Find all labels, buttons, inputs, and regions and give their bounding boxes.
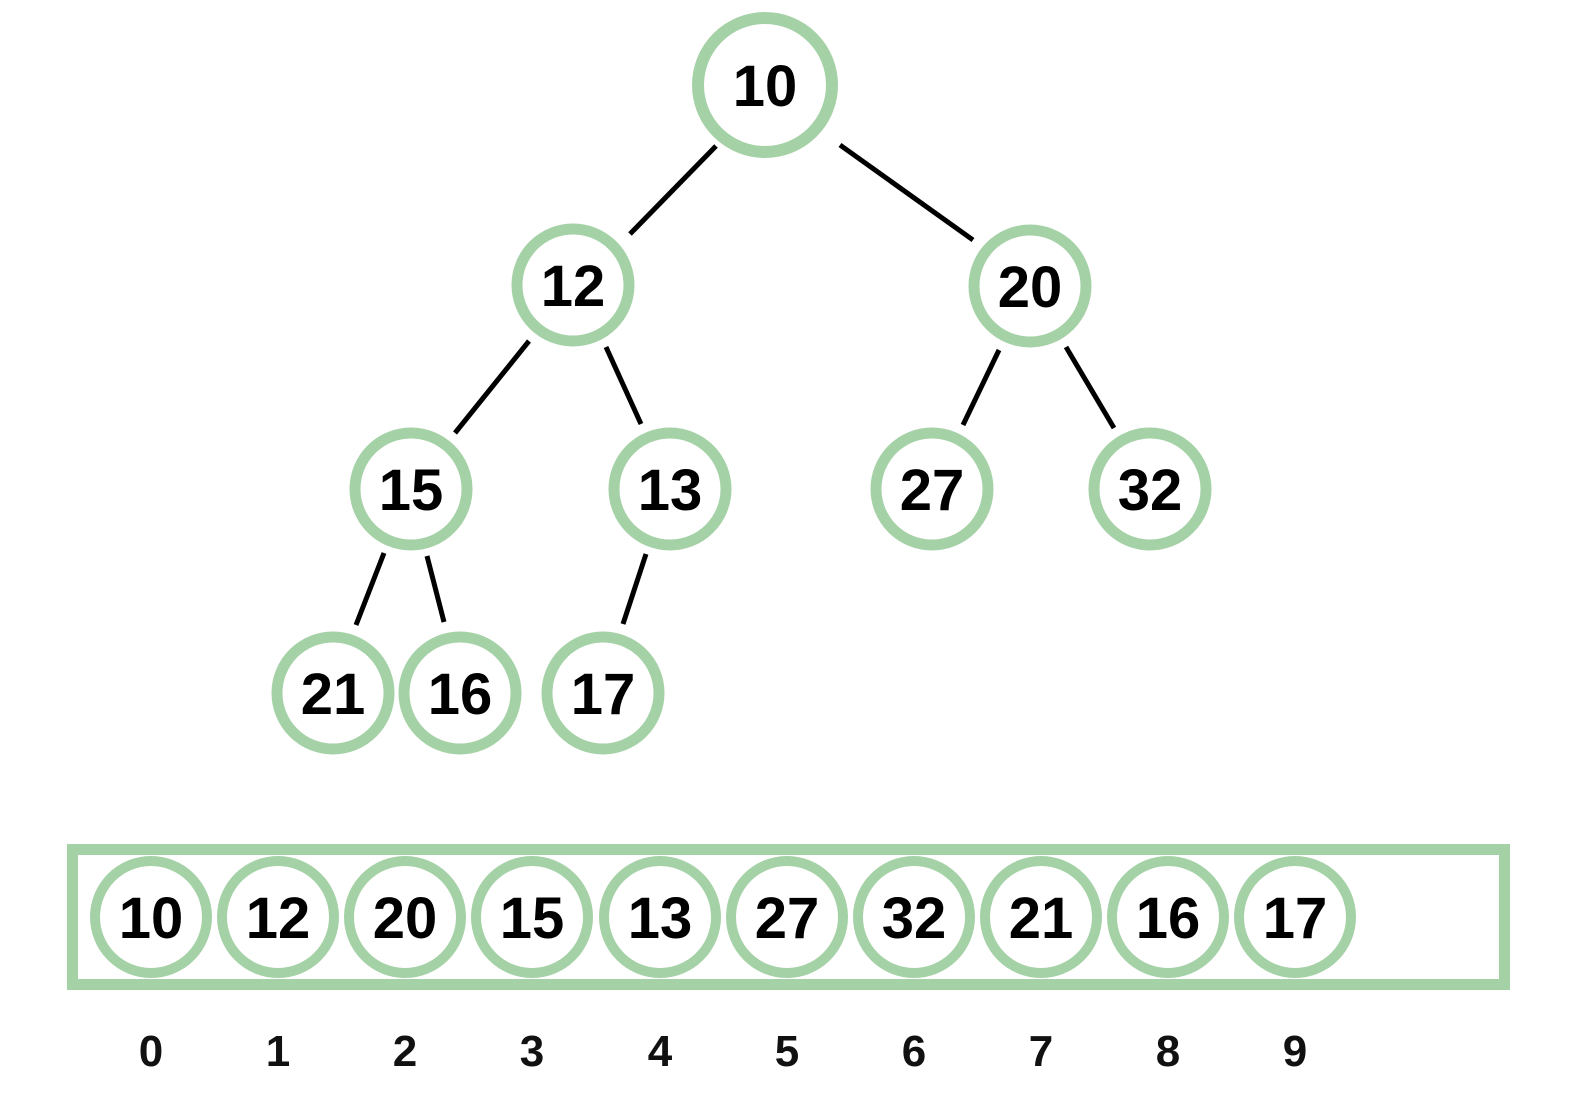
array-cell-8-value: 16	[1136, 886, 1201, 951]
tree-node-17-label: 17	[571, 662, 636, 727]
array-cell-6-value: 32	[882, 886, 947, 951]
tree-node-13-circle	[608, 427, 732, 551]
tree-node-13: 13	[608, 427, 732, 551]
array-cell-6-circle	[853, 856, 975, 978]
tree-node-20: 20	[968, 224, 1092, 348]
tree-node-12-label: 12	[541, 254, 606, 319]
tree-node-12-circle	[511, 223, 635, 347]
tree-node-20-circle	[968, 224, 1092, 348]
tree-node-17: 17	[541, 631, 665, 755]
array-index-8: 8	[1156, 1027, 1180, 1076]
array-cell-2-value: 20	[373, 886, 438, 951]
array-cell-8-circle	[1107, 856, 1229, 978]
tree-edge-20-27	[960, 348, 1002, 427]
array-indices: 0 1 2 3 4 5 6 7 8 9	[139, 1027, 1307, 1076]
array-index-5: 5	[775, 1027, 799, 1076]
tree-edge-12-13	[603, 345, 644, 426]
array-cell-7: 21	[980, 856, 1102, 978]
array-cell-3-value: 15	[500, 886, 565, 951]
tree-node-15-label: 15	[379, 458, 444, 523]
tree-node-20-label: 20	[998, 255, 1063, 320]
array-cell-2: 20	[344, 856, 466, 978]
tree-node-27-circle	[870, 427, 994, 551]
tree-node-21-label: 21	[301, 662, 366, 727]
array-cell-3-circle	[471, 856, 593, 978]
tree-node-12: 12	[511, 223, 635, 347]
array-index-6: 6	[902, 1027, 926, 1076]
tree-node-16: 16	[398, 631, 522, 755]
tree-node-27-label: 27	[900, 458, 965, 523]
array-cell-5-circle	[726, 856, 848, 978]
tree-edge-13-17	[620, 553, 649, 625]
tree-edge-10-12	[628, 144, 718, 236]
array-cell-6: 32	[853, 856, 975, 978]
array-index-2: 2	[393, 1027, 417, 1076]
array-cell-1-value: 12	[246, 886, 311, 951]
tree-edge-10-20	[838, 142, 975, 243]
tree-node-10-label: 10	[733, 54, 798, 119]
tree-edges	[353, 142, 1117, 626]
tree-edge-15-21	[353, 552, 387, 626]
array-index-0: 0	[139, 1027, 163, 1076]
array-representation: 10 12 20 15 13 27	[67, 844, 1510, 990]
tree-node-21-circle	[271, 631, 395, 755]
array-cell-9: 17	[1234, 856, 1356, 978]
array-cell-1: 12	[217, 856, 339, 978]
tree-nodes: 10 12 20 15 13 27	[271, 12, 1212, 755]
tree-node-16-label: 16	[428, 662, 493, 727]
array-cell-2-circle	[344, 856, 466, 978]
array-cell-7-circle	[980, 856, 1102, 978]
tree-node-16-circle	[398, 631, 522, 755]
array-index-1: 1	[266, 1027, 290, 1076]
array-cell-0-value: 10	[119, 886, 184, 951]
tree-edge-20-32	[1063, 345, 1117, 430]
array-index-3: 3	[520, 1027, 544, 1076]
tree-node-27: 27	[870, 427, 994, 551]
array-cell-9-circle	[1234, 856, 1356, 978]
array-cell-5-value: 27	[755, 886, 820, 951]
array-cell-1-circle	[217, 856, 339, 978]
tree-node-15: 15	[349, 427, 473, 551]
array-cell-4-value: 13	[628, 886, 693, 951]
array-cell-4-circle	[599, 856, 721, 978]
array-index-7: 7	[1029, 1027, 1053, 1076]
array-cell-4: 13	[599, 856, 721, 978]
tree-node-13-label: 13	[638, 458, 703, 523]
array-cell-0: 10	[90, 856, 212, 978]
array-cell-5: 27	[726, 856, 848, 978]
tree-edge-12-15	[453, 339, 531, 435]
array-index-9: 9	[1283, 1027, 1307, 1076]
array-cell-9-value: 17	[1263, 886, 1328, 951]
array-cell-7-value: 21	[1009, 886, 1074, 951]
array-cell-8: 16	[1107, 856, 1229, 978]
array-cell-0-circle	[90, 856, 212, 978]
tree-edge-15-16	[424, 555, 447, 623]
array-index-4: 4	[648, 1027, 673, 1076]
tree-node-10-circle	[692, 12, 838, 158]
tree-node-10: 10	[692, 12, 838, 158]
tree-node-32-label: 32	[1118, 458, 1183, 523]
tree-node-17-circle	[541, 631, 665, 755]
tree-node-21: 21	[271, 631, 395, 755]
array-cell-3: 15	[471, 856, 593, 978]
tree-node-15-circle	[349, 427, 473, 551]
array-box	[67, 844, 1510, 990]
tree-node-32-circle	[1088, 427, 1212, 551]
tree-node-32: 32	[1088, 427, 1212, 551]
